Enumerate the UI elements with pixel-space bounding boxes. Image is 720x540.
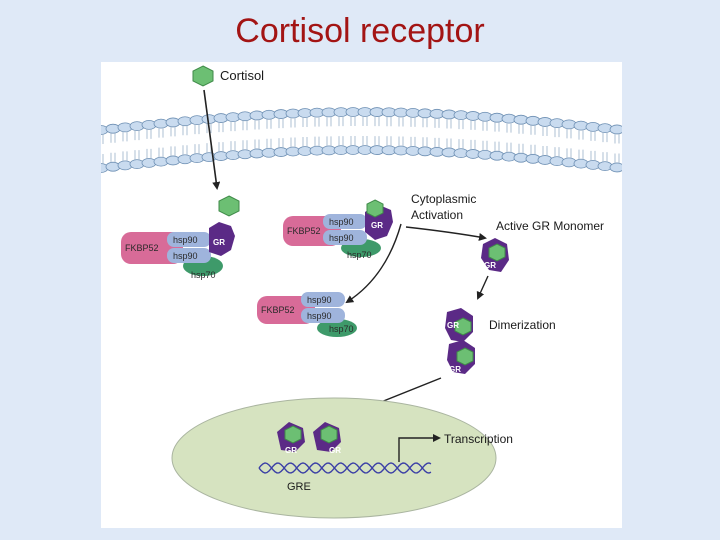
activation-arrow-to-monomer [405, 226, 487, 241]
hsp90-label: hsp90 [329, 233, 354, 243]
hsp90-protein [167, 232, 211, 247]
cytoplasmic-activation-label: Cytoplasmic [411, 192, 476, 206]
hsp90-protein [301, 308, 345, 323]
gre-label: GRE [287, 481, 311, 493]
pathway-diagram: Cortisol FKBP52 hsp70 hsp90 hsp90 GR FKB… [101, 65, 622, 519]
hsp70-protein [317, 319, 357, 337]
gr-label: GR [371, 221, 383, 230]
gr-label: GR [329, 446, 341, 455]
dna-strand [258, 462, 432, 474]
pathway-figure: Cortisol FKBP52 hsp70 hsp90 hsp90 GR FKB… [101, 62, 622, 528]
cortisol-molecule [320, 425, 338, 444]
activation-arrow-to-chaperones [345, 223, 402, 304]
hsp90-label: hsp90 [173, 235, 198, 245]
hsp90-protein [323, 214, 367, 229]
receptor-complex-bound: FKBP52 hsp70 hsp90 hsp90 GR [283, 199, 393, 260]
transcription-arrow [398, 434, 441, 462]
slide-title: Cortisol receptor [235, 12, 485, 50]
active-gr-monomer: GR [481, 238, 509, 272]
hsp70-label: hsp70 [347, 250, 372, 260]
hsp90-label: hsp90 [329, 217, 354, 227]
gr-label: GR [449, 365, 461, 374]
hsp70-label: hsp70 [329, 324, 354, 334]
cytoplasmic-activation-label-line2: Activation [411, 208, 463, 222]
cortisol-molecule [456, 347, 474, 366]
arrow-to-dimerization [476, 275, 489, 300]
gr-dimer-on-dna: GR GR [277, 422, 341, 455]
gr-label: GR [447, 321, 459, 330]
active-gr-monomer-label: Active GR Monomer [496, 219, 604, 233]
gr-label: GR [285, 446, 297, 455]
cortisol-molecule [366, 199, 384, 218]
hsp90-protein [167, 248, 211, 263]
hsp90-protein [301, 292, 345, 307]
cortisol-molecule [218, 195, 240, 217]
cortisol-label: Cortisol [220, 68, 264, 83]
cortisol-molecule [488, 243, 506, 262]
transcription-label: Transcription [444, 432, 513, 446]
hsp90-label: hsp90 [307, 311, 332, 321]
gr-dimer: GR GR [445, 308, 475, 374]
fkbp52-label: FKBP52 [261, 305, 295, 315]
hsp90-label: hsp90 [173, 251, 198, 261]
fkbp52-label: FKBP52 [287, 226, 321, 236]
lipid-head [609, 162, 622, 173]
cortisol-molecule [284, 425, 302, 444]
lipid-head [609, 124, 622, 135]
nucleus [171, 397, 497, 519]
gr-receptor [209, 222, 235, 256]
cell-membrane [101, 107, 622, 173]
chaperone-complex-released: FKBP52 hsp70 hsp90 hsp90 [257, 292, 357, 337]
hsp70-label: hsp70 [191, 270, 216, 280]
gr-label: GR [213, 238, 225, 247]
dimerization-label: Dimerization [489, 318, 556, 332]
cortisol-molecule [454, 317, 472, 336]
cortisol-entry-arrow [203, 89, 221, 190]
cortisol-molecule [192, 65, 214, 87]
fkbp52-label: FKBP52 [125, 243, 159, 253]
hsp90-label: hsp90 [307, 295, 332, 305]
fkbp52-protein [257, 296, 315, 324]
receptor-complex-inactive: FKBP52 hsp70 hsp90 hsp90 GR [121, 222, 235, 280]
hsp90-protein [323, 230, 367, 245]
gr-label: GR [484, 261, 496, 270]
